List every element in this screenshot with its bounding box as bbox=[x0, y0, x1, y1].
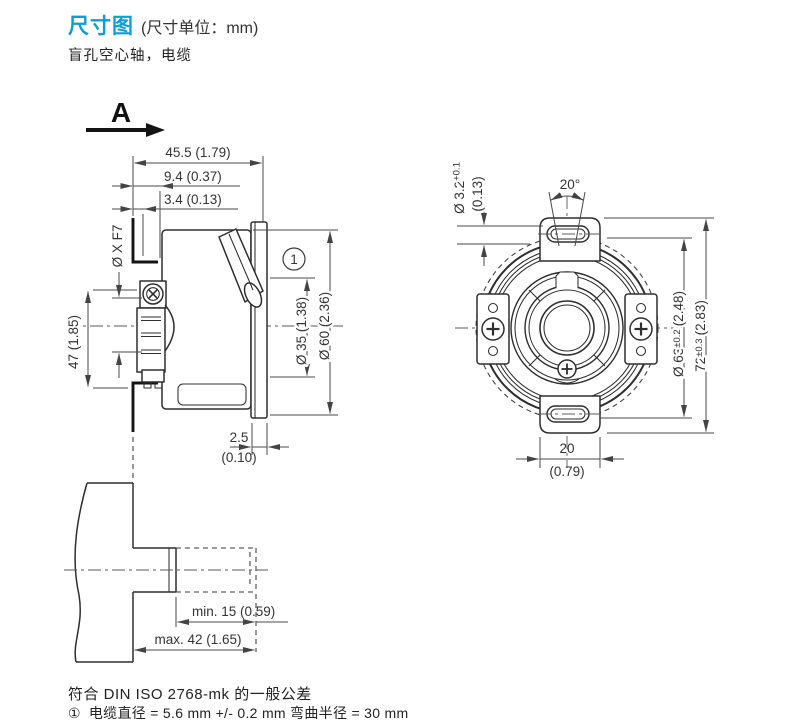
right-clamp-plate bbox=[624, 293, 658, 365]
svg-text:Ø 63±0.2(2.48): Ø 63±0.2(2.48) bbox=[671, 291, 686, 377]
footnote-1-text: 电缆直径 = 5.6 mm +/- 0.2 mm 弯曲半径 = 30 mm bbox=[88, 705, 409, 721]
encoder-body-side bbox=[161, 221, 268, 419]
dim-tab-20: 20 (0.79) bbox=[516, 437, 624, 479]
bottom-mounting-tab bbox=[538, 395, 602, 434]
coupling-details bbox=[528, 271, 606, 384]
svg-text:2.5: 2.5 bbox=[230, 430, 249, 445]
svg-text:20: 20 bbox=[559, 441, 574, 456]
drawing-subtitle: 盲孔空心轴，电缆 bbox=[68, 48, 192, 64]
top-mounting-tab bbox=[538, 217, 602, 262]
dim-dia-60: Ø 60 (2.36) bbox=[253, 229, 338, 416]
page-title: 尺寸图 bbox=[68, 15, 134, 38]
left-clamp-plate bbox=[476, 293, 510, 365]
svg-text:20°: 20° bbox=[560, 177, 580, 192]
mounting-plate-outline bbox=[131, 218, 158, 481]
front-view: Ø 3.2+0.1 (0.13) 20° Ø 63±0.2(2.48) bbox=[449, 160, 714, 479]
svg-text:45.5 (1.79): 45.5 (1.79) bbox=[165, 145, 230, 160]
svg-text:(0.10): (0.10) bbox=[221, 450, 256, 465]
dia63-dashed-circle bbox=[475, 236, 659, 420]
tolerance-note: 符合 DIN ISO 2768-mk 的一般公差 bbox=[68, 686, 312, 703]
page-header: 尺寸图 (尺寸单位：mm) bbox=[68, 10, 258, 40]
svg-text:Ø X F7: Ø X F7 bbox=[110, 225, 125, 268]
svg-text:47 (1.85): 47 (1.85) bbox=[66, 315, 81, 369]
dim-angle-20: 20° bbox=[548, 175, 586, 247]
footnote-1-marker: ① bbox=[68, 705, 81, 721]
unit-note: (尺寸单位：mm) bbox=[141, 20, 259, 37]
footnote-1: ① 电缆直径 = 5.6 mm +/- 0.2 mm 弯曲半径 = 30 mm bbox=[68, 703, 408, 723]
cable-callout: 1 bbox=[282, 247, 306, 271]
dim-bore-x-f7: Ø X F7 bbox=[108, 222, 142, 378]
dim-dia-63: Ø 63±0.2(2.48) bbox=[600, 237, 692, 419]
motor-shaft-section bbox=[64, 482, 268, 663]
svg-text:min. 15 (0.59): min. 15 (0.59) bbox=[192, 604, 275, 619]
dim-height-72: 72±0.3(2.83) bbox=[604, 217, 714, 434]
dim-offset-9-4: 9.4 (0.37) bbox=[112, 169, 240, 258]
view-direction-label: A bbox=[111, 97, 131, 128]
svg-text:Ø 3.2+0.1: Ø 3.2+0.1 bbox=[452, 162, 468, 214]
dim-flange-2-5: 2.5 (0.10) bbox=[221, 423, 289, 465]
dim-height-47: 47 (1.85) bbox=[64, 289, 137, 389]
dim-hole-3-2: Ø 3.2+0.1 (0.13) bbox=[449, 160, 543, 266]
cable-boot bbox=[218, 228, 264, 308]
dim-step-3-4: 3.4 (0.13) bbox=[112, 192, 238, 256]
svg-text:Ø 35 (1.38): Ø 35 (1.38) bbox=[294, 297, 309, 365]
svg-text:Ø 60 (2.36): Ø 60 (2.36) bbox=[317, 292, 332, 360]
svg-text:72±0.3(2.83): 72±0.3(2.83) bbox=[693, 300, 708, 372]
svg-text:max. 42 (1.65): max. 42 (1.65) bbox=[154, 632, 241, 647]
svg-text:(0.13): (0.13) bbox=[470, 176, 485, 211]
dim-max-42: max. 42 (1.65) bbox=[134, 632, 255, 653]
side-view: A bbox=[64, 97, 344, 663]
svg-text:1: 1 bbox=[290, 252, 298, 267]
svg-text:3.4 (0.13): 3.4 (0.13) bbox=[164, 192, 222, 207]
svg-text:9.4 (0.37): 9.4 (0.37) bbox=[164, 169, 222, 184]
dim-min-15: min. 15 (0.59) bbox=[175, 597, 288, 627]
svg-text:(0.79): (0.79) bbox=[549, 464, 584, 479]
view-direction-arrow-icon bbox=[86, 123, 165, 137]
dim-dia-35: Ø 35 (1.38) bbox=[270, 277, 315, 378]
shaft-hub-assembly bbox=[136, 280, 175, 389]
